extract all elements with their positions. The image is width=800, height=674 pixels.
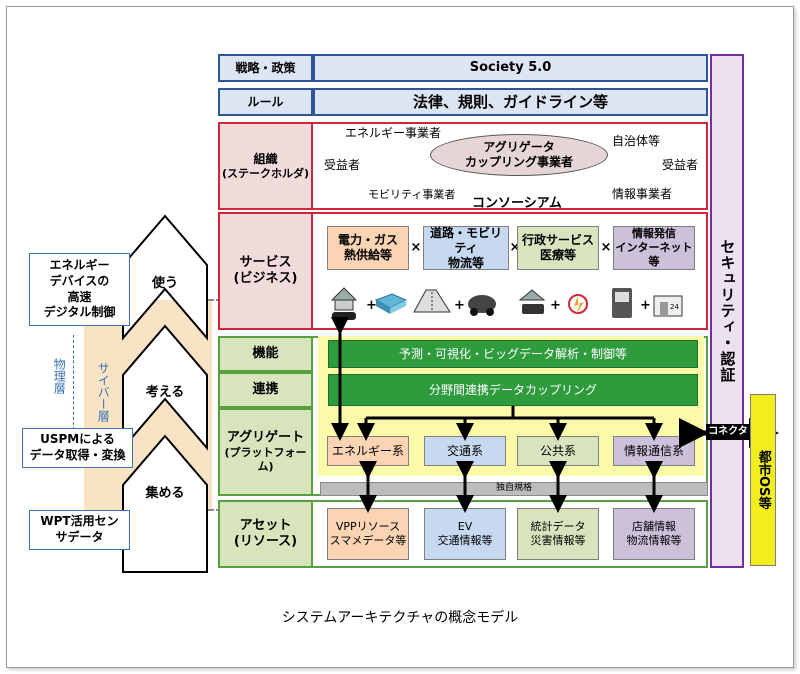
organization-label: 組織 (ステークホルダ) <box>218 122 313 210</box>
arrow-label-use: 使う <box>151 275 178 291</box>
svg-text:+: + <box>550 298 561 313</box>
vehicle-icon <box>468 295 496 316</box>
service-mobility: 道路・モビリティ物流等 <box>423 226 509 270</box>
physical-dashed-line <box>73 335 74 430</box>
function-label: 機能 <box>218 336 313 372</box>
road-icon <box>413 289 451 313</box>
linkage-content: 分野間連携データカップリング <box>328 374 698 406</box>
svg-text:+: + <box>366 298 377 313</box>
battery-icon <box>374 293 408 314</box>
figure-caption: システムアーキテクチャの概念モデル <box>281 610 519 627</box>
service-admin: 行政サービス医療等 <box>517 226 599 270</box>
policy-label: 戦略・政策 <box>218 54 313 82</box>
connector-label: コネクタ <box>706 424 750 440</box>
service-label: サービス (ビジネス) <box>218 212 313 330</box>
arrow-label-think: 考える <box>145 384 185 400</box>
service-info: 情報発信インターネット等 <box>613 226 695 270</box>
rule-label: ルール <box>218 88 313 116</box>
function-content: 予測・可視化・ビッグデータ解析・制御等 <box>328 340 698 368</box>
house-icon <box>330 287 358 311</box>
public-car-icon <box>518 289 546 314</box>
energy-device-box: エネルギー デバイスの 高速 デジタル制御 <box>29 253 130 326</box>
linkage-tree-arrows <box>357 406 663 441</box>
uspm-box: USPMによる データ取得・変換 <box>22 428 133 468</box>
mobility-operator-text: モビリティ事業者 <box>368 188 456 201</box>
chevron-arrows <box>122 214 208 573</box>
system-energy: エネルギー系 <box>327 436 409 466</box>
wpt-sensor-box: WPT活用セン サデータ <box>29 510 130 550</box>
svg-text:+: + <box>454 298 465 313</box>
dashed-line-bottom <box>200 509 222 511</box>
beneficiary-left-text: 受益者 <box>324 158 361 172</box>
security-column: セキュリティ・認証 <box>710 54 744 568</box>
policy-content: Society 5.0 <box>313 54 708 82</box>
aggregator-ellipse: アグリゲータ カップリング事業者 <box>430 134 608 176</box>
beneficiary-right-text: 受益者 <box>662 158 699 172</box>
disaster-icon <box>568 294 588 314</box>
service-icons: + + + + 24 <box>330 287 683 320</box>
times-2: × <box>509 239 521 255</box>
terminal-icon <box>612 288 632 318</box>
linkage-label: 連携 <box>218 372 313 408</box>
times-1: × <box>410 239 422 255</box>
municipality-text: 自治体等 <box>612 134 661 148</box>
consortium-text: コンソーシアム <box>472 196 562 211</box>
times-3: × <box>600 239 612 255</box>
rule-content: 法律、規則、ガイドライン等 <box>313 88 708 116</box>
arrow-label-collect: 集める <box>145 485 185 501</box>
chevron-collect <box>122 434 208 573</box>
asset-store: 店舗情報物流情報等 <box>613 508 695 560</box>
energy-operator-text: エネルギー事業者 <box>345 126 442 140</box>
cyber-layer-label: サイバー層 <box>96 362 111 422</box>
svg-text:24: 24 <box>670 303 679 311</box>
info-operator-text: 情報事業者 <box>612 187 673 201</box>
city-os-box: 都市OS等 <box>750 394 776 566</box>
service-energy: 電力・ガス熱供給等 <box>327 226 409 270</box>
aggregate-label: アグリゲート (プラットフォーム) <box>218 408 313 496</box>
physical-layer-label: 物理層 <box>52 358 67 394</box>
proprietary-standard-bar: 独自規格 <box>320 482 708 496</box>
chevron-use <box>122 214 208 341</box>
asset-label: アセット (リソース) <box>218 500 313 568</box>
dashed-line-top <box>200 299 222 301</box>
svg-text:+: + <box>640 298 651 313</box>
asset-statistics: 統計データ災害情報等 <box>517 508 599 560</box>
store-icon: 24 <box>653 295 683 317</box>
asset-vpp: VPPリソーススマメデータ等 <box>327 508 409 560</box>
